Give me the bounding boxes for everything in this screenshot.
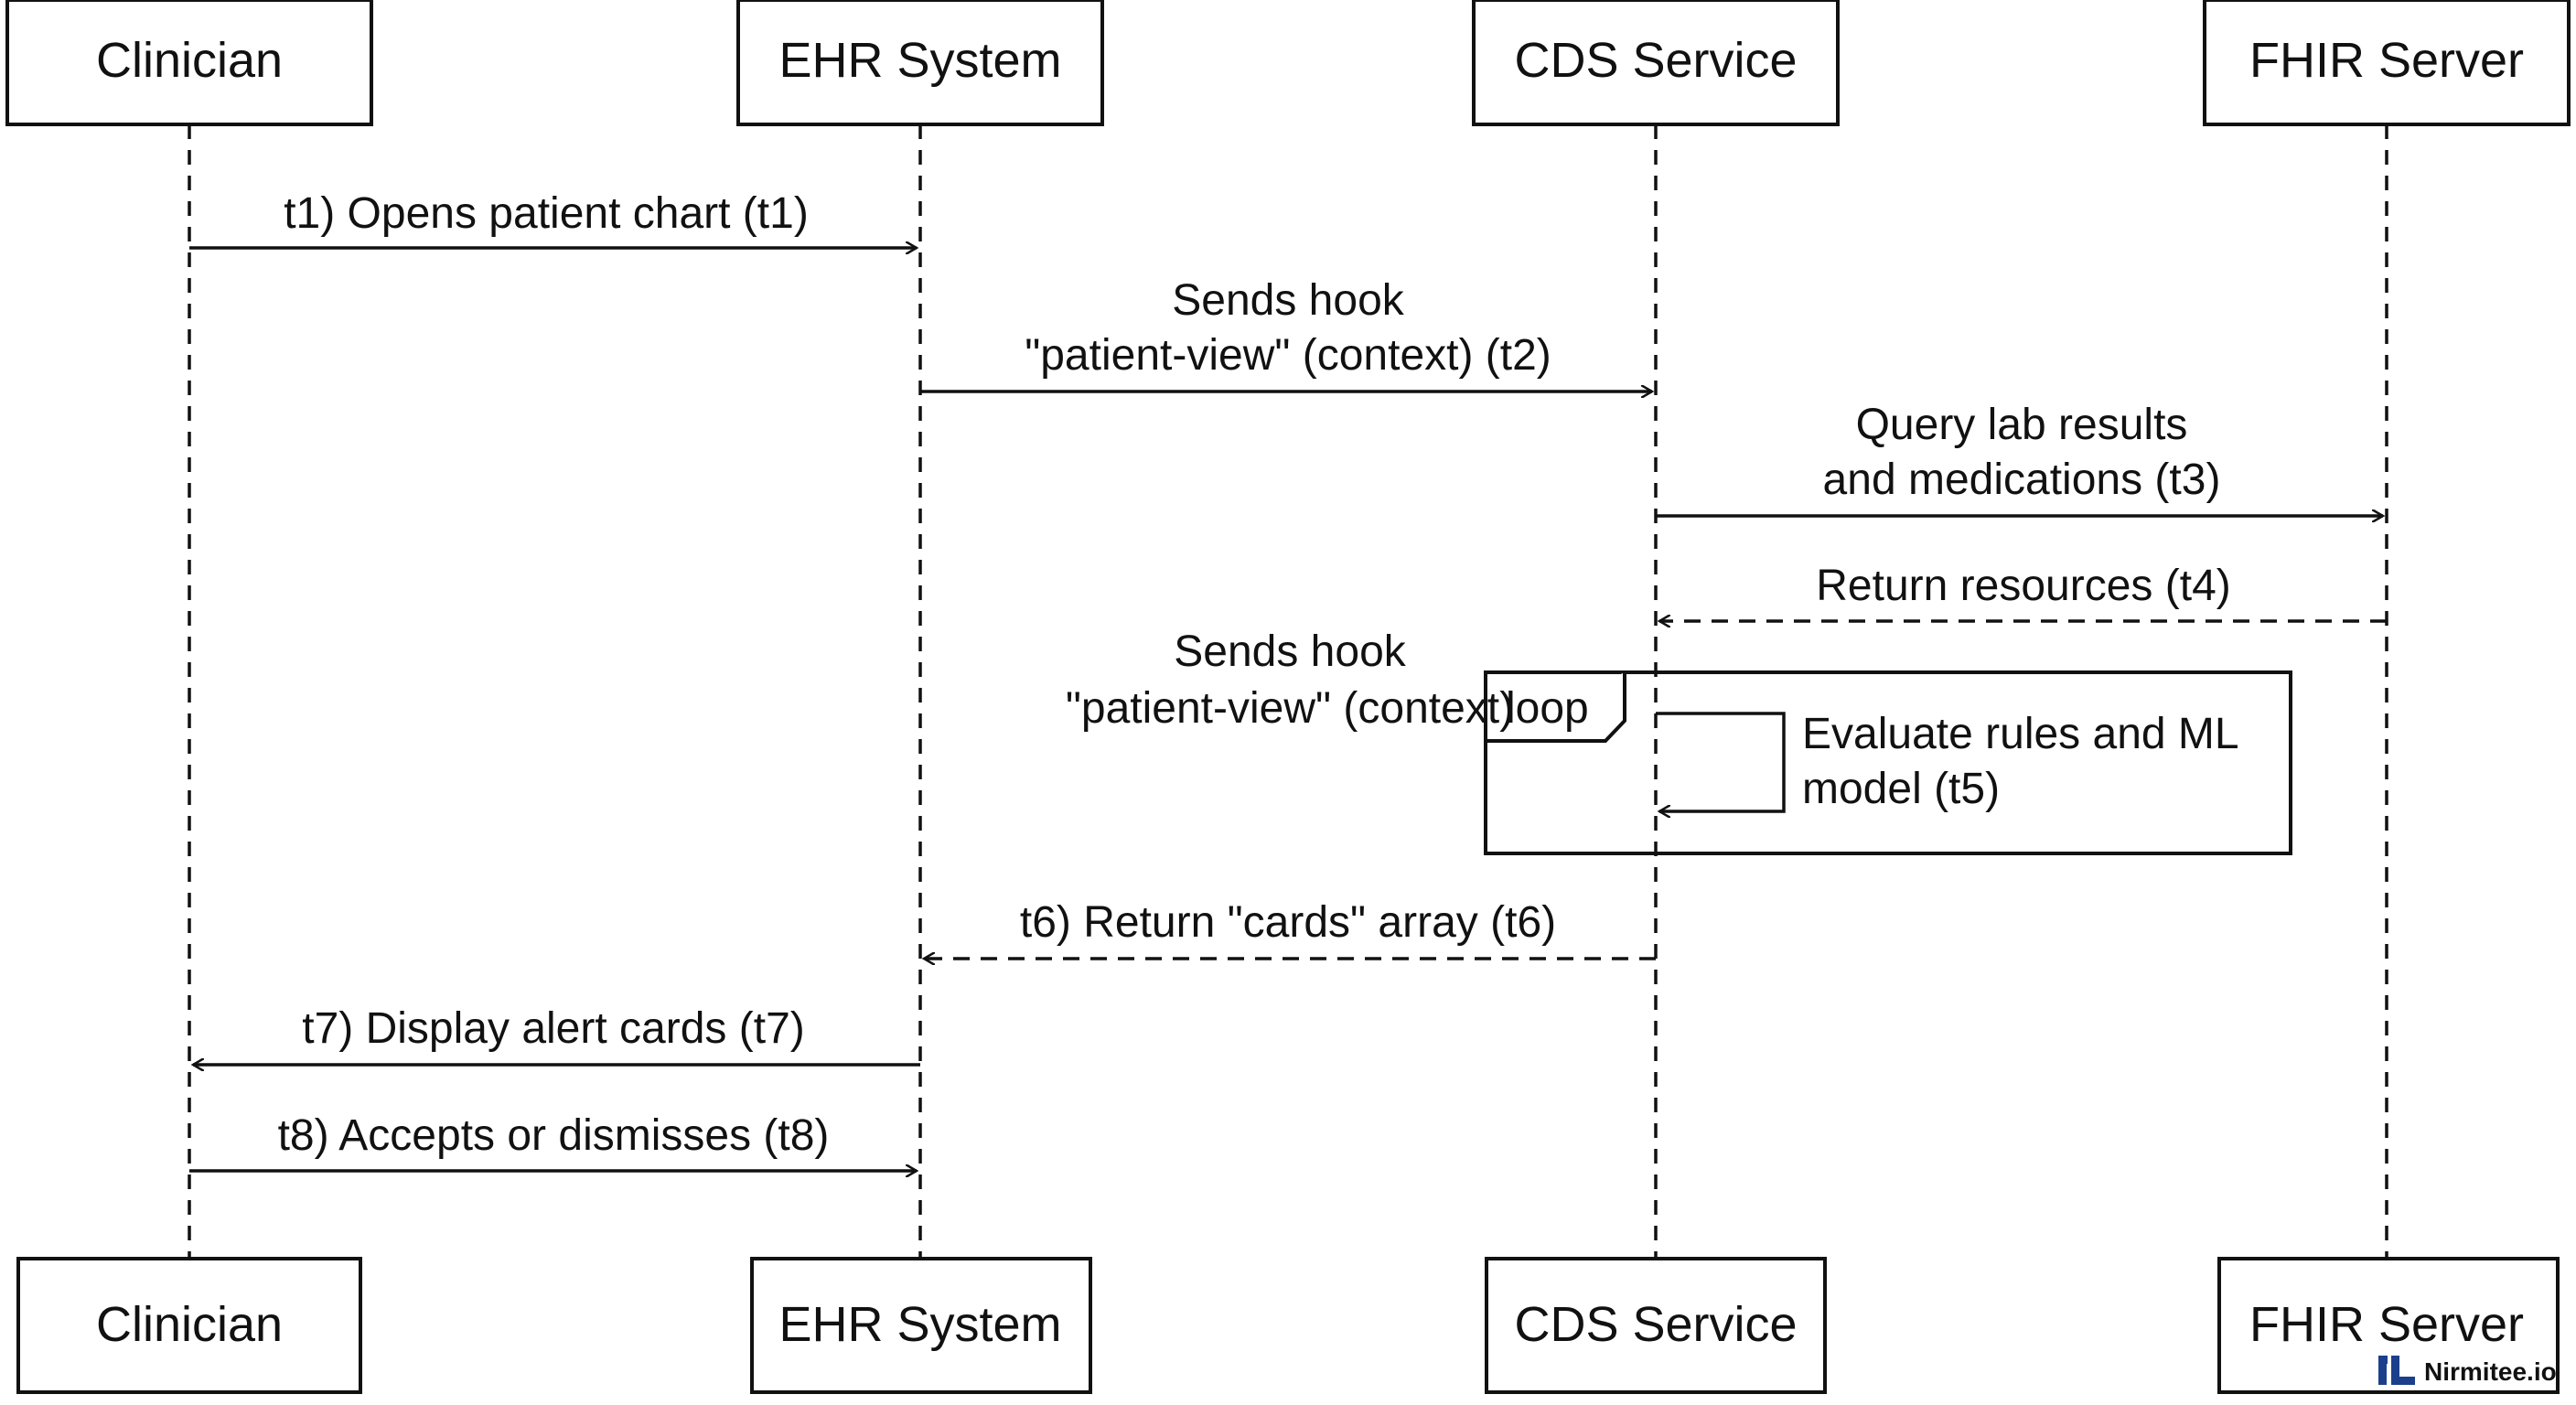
message-t3[interactable]: Query lab results and medications (t3) bbox=[1656, 401, 2383, 516]
participant-label: Clinician bbox=[96, 1297, 283, 1352]
message-label: t1) Opens patient chart (t1) bbox=[284, 189, 809, 238]
brand-logo: Nirmitee.io bbox=[2378, 1356, 2557, 1386]
message-label: model (t5) bbox=[1802, 765, 2000, 813]
participant-label: Clinician bbox=[96, 33, 283, 88]
floating-hook-label: Sends hook "patient-view" (context) bbox=[1066, 627, 1514, 733]
message-t1[interactable]: t1) Opens patient chart (t1) bbox=[189, 189, 917, 248]
message-label: Return resources (t4) bbox=[1816, 562, 2231, 610]
floating-label-line: "patient-view" (context) bbox=[1066, 684, 1514, 733]
participant-label: FHIR Server bbox=[2249, 1297, 2524, 1352]
participant-ehr-bottom[interactable]: EHR System bbox=[750, 1257, 1092, 1394]
lifelines bbox=[188, 124, 2388, 1259]
message-label: t8) Accepts or dismisses (t8) bbox=[278, 1111, 830, 1160]
participants-bottom: Clinician EHR System CDS Service FHIR Se… bbox=[16, 1257, 2560, 1394]
message-label: and medications (t3) bbox=[1823, 456, 2221, 504]
participant-cds-top[interactable]: CDS Service bbox=[1472, 0, 1840, 126]
message-label: Sends hook bbox=[1172, 276, 1405, 325]
message-label: Query lab results bbox=[1856, 401, 2188, 449]
participant-label: EHR System bbox=[778, 1297, 1061, 1352]
self-call-arrow bbox=[1656, 712, 1786, 811]
loop-label: loop bbox=[1506, 684, 1589, 733]
message-t4[interactable]: Return resources (t4) bbox=[1659, 562, 2387, 621]
participant-label: FHIR Server bbox=[2249, 33, 2524, 88]
message-t7[interactable]: t7) Display alert cards (t7) bbox=[193, 1004, 920, 1065]
participants-top: Clinician EHR System CDS Service FHIR Se… bbox=[5, 0, 2571, 126]
participant-clinician-bottom[interactable]: Clinician bbox=[16, 1257, 362, 1394]
message-label: t7) Display alert cards (t7) bbox=[302, 1004, 805, 1053]
message-label: Evaluate rules and ML bbox=[1802, 710, 2239, 758]
message-t5[interactable]: Evaluate rules and ML model (t5) bbox=[1656, 710, 2239, 813]
brand-text: Nirmitee.io bbox=[2424, 1357, 2557, 1386]
participant-fhir-bottom[interactable]: FHIR Server bbox=[2217, 1257, 2560, 1394]
participant-ehr-top[interactable]: EHR System bbox=[736, 0, 1104, 126]
brand-icon bbox=[2378, 1356, 2415, 1385]
message-t8[interactable]: t8) Accepts or dismisses (t8) bbox=[189, 1111, 917, 1171]
participant-clinician-top[interactable]: Clinician bbox=[5, 0, 373, 126]
loop-frame: loop bbox=[1484, 670, 2292, 855]
participant-fhir-top[interactable]: FHIR Server bbox=[2203, 0, 2571, 126]
message-label: "patient-view" (context) (t2) bbox=[1025, 331, 1551, 380]
floating-label-line: Sends hook bbox=[1174, 627, 1407, 676]
message-t2[interactable]: Sends hook "patient-view" (context) (t2) bbox=[920, 276, 1652, 391]
message-label: t6) Return "cards" array (t6) bbox=[1020, 898, 1556, 947]
participant-label: CDS Service bbox=[1514, 33, 1797, 88]
participant-label: CDS Service bbox=[1514, 1297, 1797, 1352]
message-t6[interactable]: t6) Return "cards" array (t6) bbox=[924, 898, 1656, 959]
participant-cds-bottom[interactable]: CDS Service bbox=[1485, 1257, 1827, 1394]
participant-label: EHR System bbox=[778, 33, 1061, 88]
